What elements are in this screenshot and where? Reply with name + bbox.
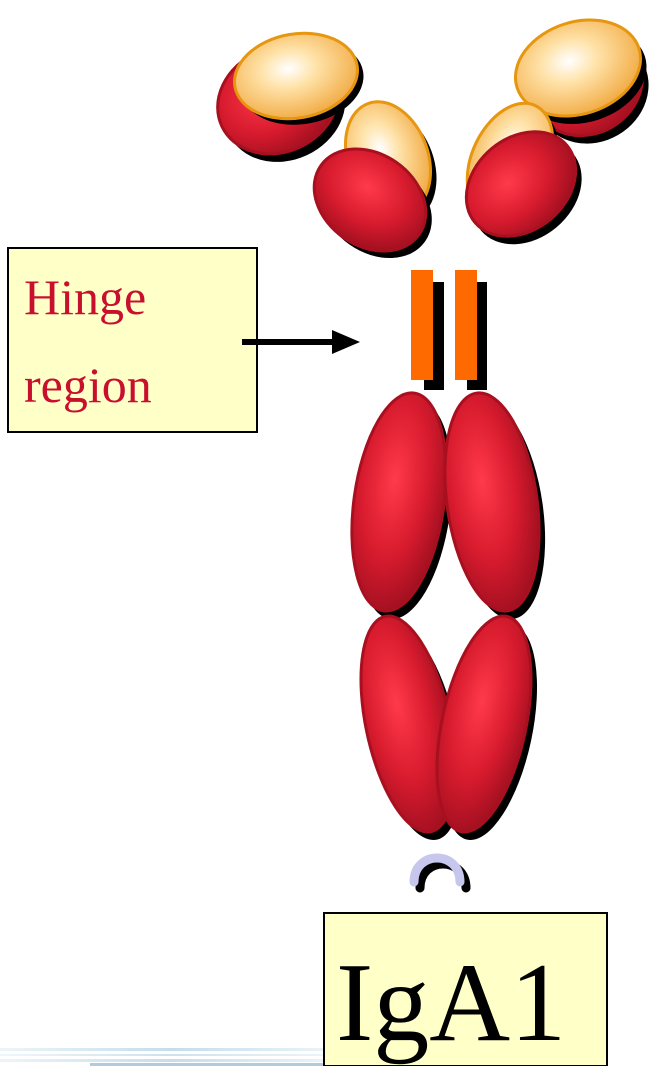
hinge-arrow: [242, 330, 360, 354]
molecule-label: IgA1: [336, 941, 566, 1065]
left-light-variable-domain: [233, 31, 359, 121]
fc-upper-domains: [350, 391, 546, 620]
hinge-label-box: Hinge region: [7, 247, 258, 433]
decorative-lines: [0, 1048, 340, 1066]
tailpiece: [409, 853, 471, 893]
fc-lower-domains: [359, 614, 538, 840]
right-fab-arm: [464, 18, 649, 245]
hinge-bar-right: [455, 270, 477, 380]
hinge-bar-left: [411, 270, 433, 380]
left-fab-arm: [216, 31, 437, 259]
right-heavy-constant-domain: [464, 130, 578, 238]
hinge-label-line2: region: [24, 357, 152, 413]
hinge-label-line1: Hinge: [24, 269, 146, 325]
molecule-label-box: IgA1: [323, 912, 608, 1066]
left-ch2-domain: [350, 391, 448, 613]
right-light-variable-domain: [513, 18, 643, 118]
hinge-bars: [411, 270, 487, 390]
right-ch2-domain: [443, 391, 541, 613]
right-ch3-domain: [435, 614, 533, 834]
left-heavy-constant-domain: [312, 147, 428, 253]
